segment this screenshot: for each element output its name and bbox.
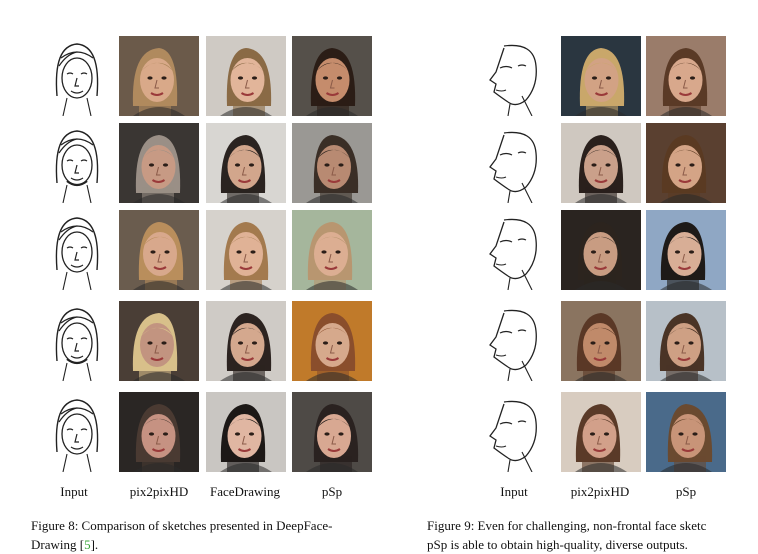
psp-output-image bbox=[646, 210, 726, 290]
sketch-image bbox=[37, 392, 117, 472]
col-label-pix2pixhd: pix2pixHD bbox=[129, 484, 189, 499]
sketch-image bbox=[37, 36, 117, 116]
sketch-image bbox=[474, 392, 554, 472]
pix2pixhd-output-image bbox=[561, 301, 641, 381]
facedrawing-output-image bbox=[206, 301, 286, 381]
facedrawing-output-image bbox=[206, 36, 286, 116]
pix2pixhd-output-image bbox=[119, 210, 199, 290]
col-label-psp: pSp bbox=[675, 484, 697, 499]
caption-line: pSp is able to obtain high-quality, dive… bbox=[427, 537, 688, 552]
pix2pixhd-output-image bbox=[561, 392, 641, 472]
pix2pixhd-output-image bbox=[561, 210, 641, 290]
citation-link[interactable]: 5 bbox=[84, 537, 91, 552]
psp-output-image bbox=[292, 392, 372, 472]
caption-line: Figure 9: Even for challenging, non-fron… bbox=[427, 518, 707, 533]
pix2pixhd-output-image bbox=[561, 123, 641, 203]
figure-8-caption: Figure 8: Comparison of sketches present… bbox=[31, 516, 391, 554]
sketch-image bbox=[474, 210, 554, 290]
sketch-image bbox=[37, 123, 117, 203]
psp-output-image bbox=[646, 392, 726, 472]
pix2pixhd-output-image bbox=[119, 36, 199, 116]
sketch-image bbox=[37, 210, 117, 290]
facedrawing-output-image bbox=[206, 392, 286, 472]
col-label-input: Input bbox=[60, 484, 88, 499]
caption-line: Figure 8: Comparison of sketches present… bbox=[31, 518, 333, 533]
psp-output-image bbox=[646, 36, 726, 116]
caption-line: Drawing [5]. bbox=[31, 537, 99, 552]
figure-9-caption: Figure 9: Even for challenging, non-fron… bbox=[427, 516, 757, 554]
sketch-image bbox=[37, 301, 117, 381]
psp-output-image bbox=[292, 36, 372, 116]
col-label-input: Input bbox=[500, 484, 528, 499]
sketch-image bbox=[474, 123, 554, 203]
col-label-psp: pSp bbox=[321, 484, 343, 499]
facedrawing-output-image bbox=[206, 123, 286, 203]
psp-output-image bbox=[646, 123, 726, 203]
pix2pixhd-output-image bbox=[119, 392, 199, 472]
pix2pixhd-output-image bbox=[561, 36, 641, 116]
pix2pixhd-output-image bbox=[119, 301, 199, 381]
col-label-pix2pixhd: pix2pixHD bbox=[570, 484, 630, 499]
sketch-image bbox=[474, 36, 554, 116]
sketch-image bbox=[474, 301, 554, 381]
psp-output-image bbox=[292, 301, 372, 381]
pix2pixhd-output-image bbox=[119, 123, 199, 203]
psp-output-image bbox=[292, 123, 372, 203]
col-label-facedrawing: FaceDrawing bbox=[209, 484, 281, 499]
facedrawing-output-image bbox=[206, 210, 286, 290]
psp-output-image bbox=[646, 301, 726, 381]
psp-output-image bbox=[292, 210, 372, 290]
